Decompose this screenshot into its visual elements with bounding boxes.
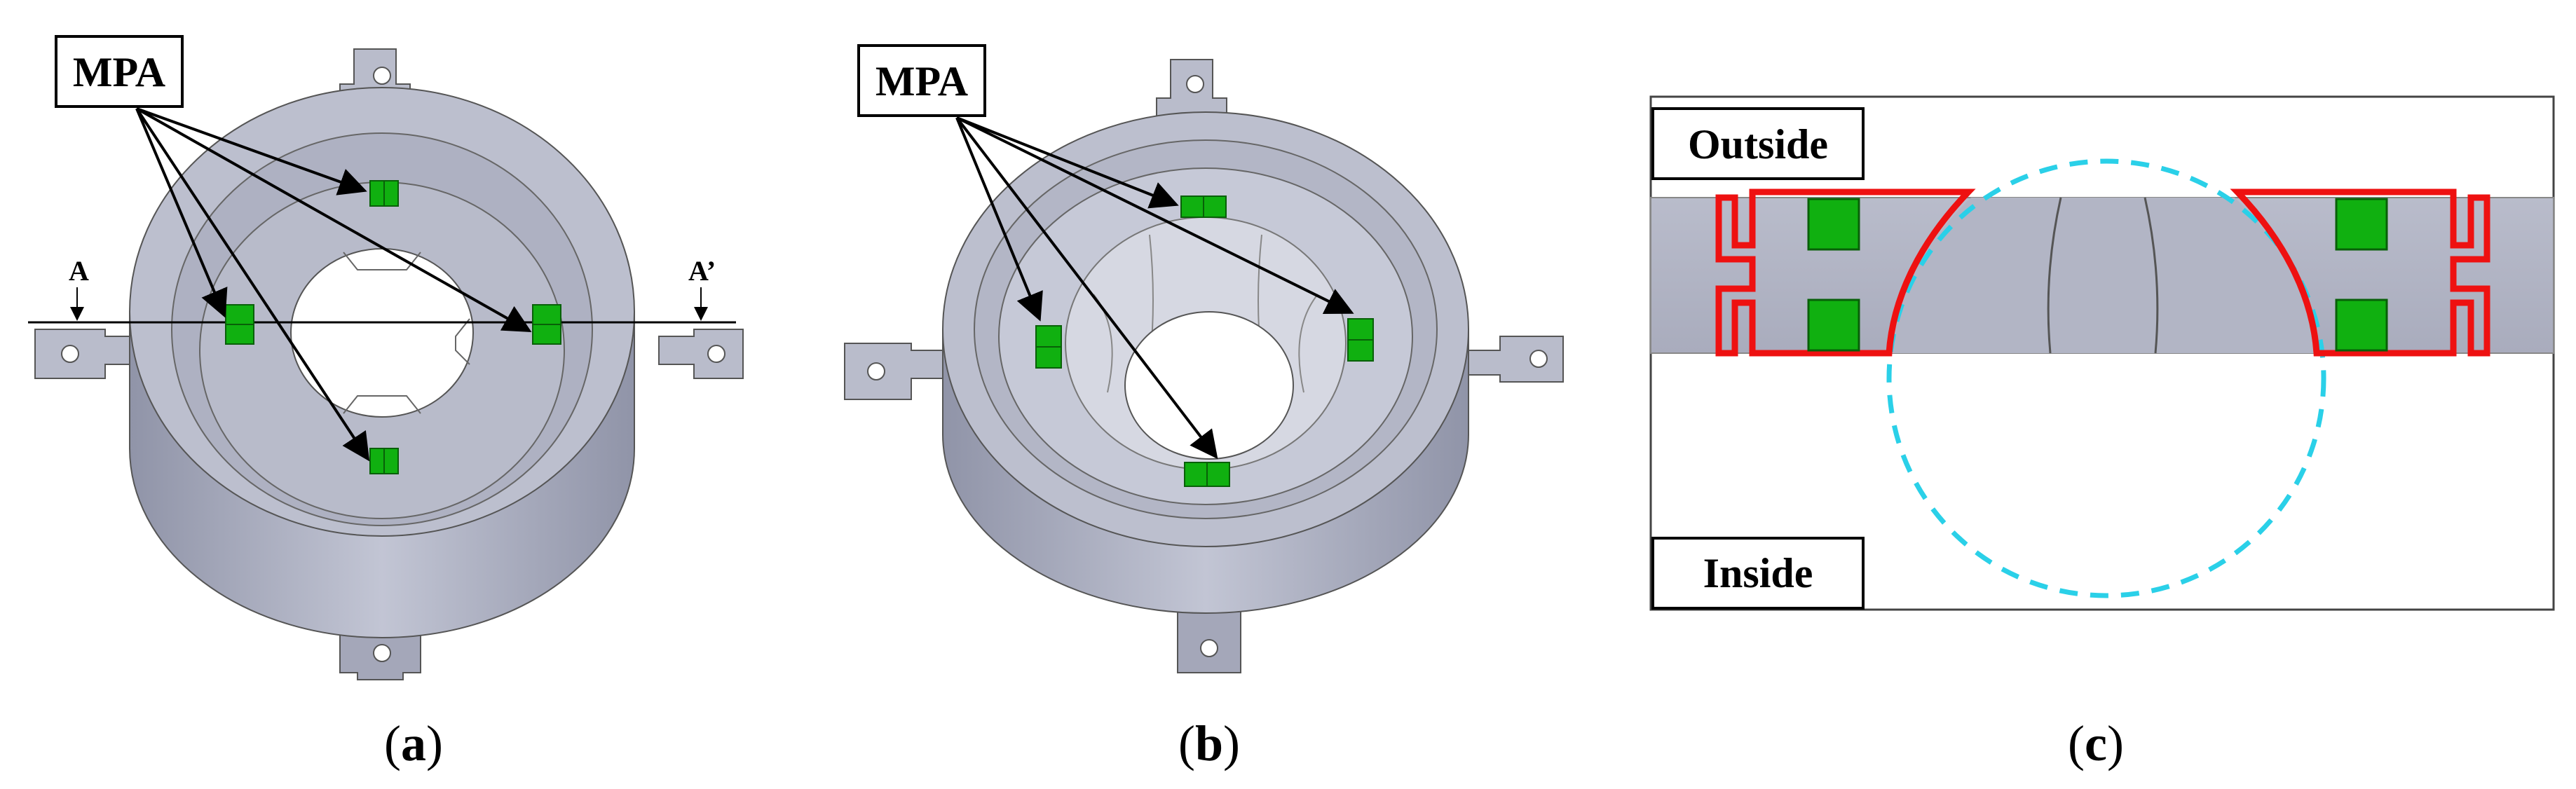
panel-a-arrow-bottom (135, 107, 370, 462)
panel-a-section-start: A (69, 255, 89, 287)
panel-c-seal-left (1715, 188, 1976, 357)
panel-b-label-box (857, 44, 986, 117)
panel-c-cavity-ribs (2047, 197, 2159, 354)
panel-b-tab-right (1464, 336, 1564, 383)
panel-c-caption: (c) (2068, 715, 2124, 771)
panel-c-inside-label: Inside (1703, 550, 1813, 596)
panel-a-caption: (a) (384, 715, 443, 771)
panel-b-sensor-left (1035, 325, 1062, 369)
panel-b-sensor-top (1180, 195, 1227, 218)
panel-a-sensor-left (225, 304, 254, 345)
panel-b-arrow-left (955, 117, 1043, 322)
panel-b-arrow-right (956, 116, 1354, 314)
panel-c-cavity-wall (1890, 198, 2317, 353)
panel-a-arrow-left (135, 108, 228, 318)
panel-a-label: MPA (73, 49, 165, 95)
panel-a-tab-right (658, 329, 744, 379)
panel-b-bore (1124, 311, 1294, 460)
panel-a-bore-notches (343, 252, 470, 414)
panel-b-cavity-ribs (1093, 234, 1318, 393)
panel-a-section-end: A’ (688, 255, 716, 287)
panel-b-label: MPA (875, 58, 968, 104)
panel-b: MPA (b) (844, 44, 1564, 771)
panel-b-caption: (b) (1178, 715, 1240, 771)
panel-a-label-box (55, 35, 184, 108)
panel-b-arrow-bottom (955, 116, 1218, 460)
panel-c-outside-label: Outside (1688, 121, 1828, 167)
panel-a-sensor-right (532, 304, 561, 345)
panel-b-sensor-right (1347, 318, 1374, 362)
panel-c-sensor-right-bottom (2335, 299, 2388, 352)
panel-c-inside-box (1651, 537, 1865, 610)
panel-a-tab-left (34, 329, 141, 379)
panel-a-sensor-bottom (369, 448, 399, 474)
panel-a: A A’ MPA (a) (28, 35, 744, 771)
panel-a-arrow-top (136, 107, 367, 195)
panel-a-bore (290, 248, 474, 418)
panel-c-sensor-left-bottom (1807, 299, 1860, 352)
panel-c-sensor-left-top (1807, 198, 1860, 251)
panel-a-arrow-right (136, 107, 532, 332)
panel-c-outside-box (1651, 107, 1865, 180)
panel-c-seal-right (2230, 188, 2490, 357)
panel-c-sensor-right-top (2335, 198, 2388, 251)
panel-a-sensor-top (369, 180, 399, 207)
panel-c: Outside Inside (c) (1649, 95, 2555, 771)
panel-b-tab-left (844, 343, 954, 400)
panel-c-cavity-circle (1886, 158, 2326, 598)
panel-b-arrow-top (956, 116, 1179, 209)
panel-b-sensor-bottom (1184, 462, 1230, 487)
